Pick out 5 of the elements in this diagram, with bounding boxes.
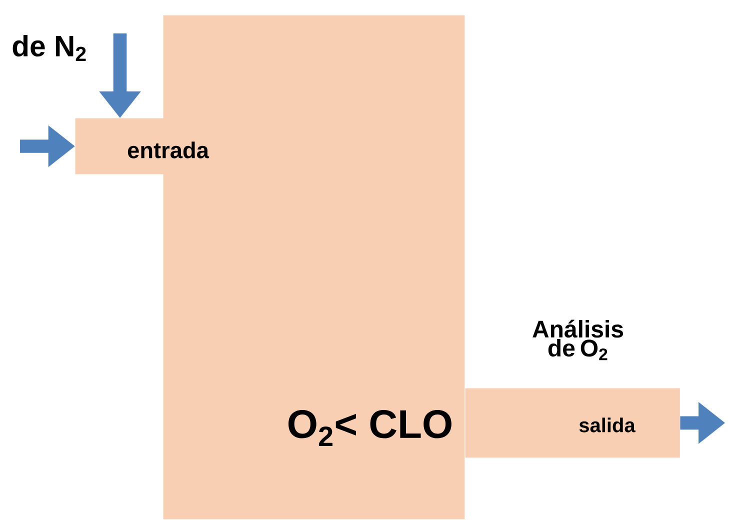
analysis-label: Análisis de O$_{2}$ [532, 320, 624, 360]
outlet-section: salida [465, 388, 680, 458]
node-label: de N$_{2}$ [12, 34, 86, 62]
inlet-section: entrada [75, 118, 228, 174]
node-label: salida [579, 418, 636, 432]
